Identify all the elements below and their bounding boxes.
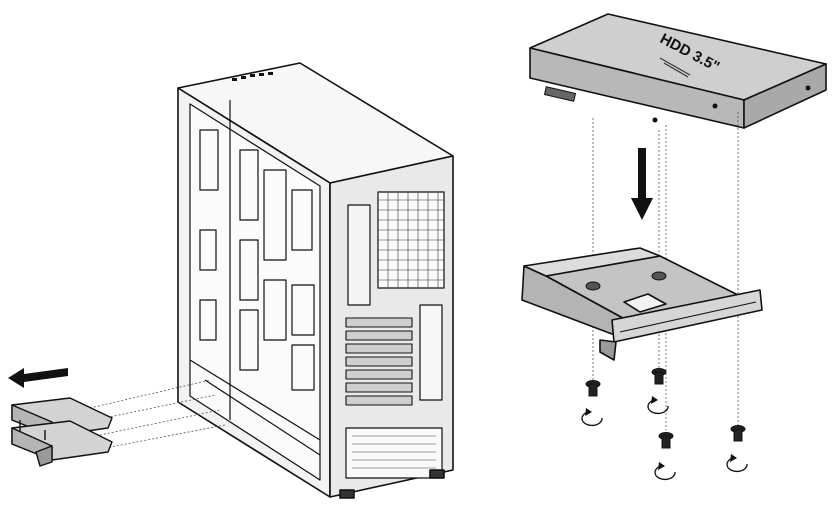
- rotate-clockwise-icon: [647, 396, 669, 415]
- case-interior-brackets: [189, 100, 321, 456]
- screw-icon: [651, 368, 667, 385]
- psu-vent-mesh: [352, 435, 436, 469]
- tray-guide-lines: [89, 379, 226, 449]
- case-foot: [339, 489, 355, 499]
- tray-cutout: [623, 293, 667, 313]
- tray-right-rail: [611, 289, 763, 343]
- case-foot: [429, 469, 445, 479]
- screw-icon: [658, 432, 674, 449]
- io-shield-cutout: [347, 204, 371, 306]
- tray-back-flange: [523, 247, 661, 277]
- tray-front-lip: [599, 339, 617, 361]
- fan-grille-mesh: [378, 192, 444, 288]
- rotate-clockwise-icon: [726, 454, 748, 473]
- hdd-screw-holes: [652, 85, 811, 123]
- slot-bracket: [419, 304, 443, 401]
- arrow-down-icon: [631, 148, 653, 220]
- top-vent-holes: [232, 72, 273, 81]
- rotate-clockwise-icon: [581, 408, 603, 427]
- screw-icon: [730, 425, 746, 442]
- hdd-right-face: [743, 63, 827, 129]
- psu-vent: [345, 427, 443, 479]
- removed-drive-tray: [11, 397, 113, 467]
- expansion-slots: [345, 317, 413, 406]
- rotate-clockwise-icon: [654, 462, 676, 481]
- screw-icon: [585, 380, 601, 397]
- arrow-left-icon: [8, 368, 68, 388]
- pc-case: [177, 62, 454, 499]
- hdd-label-lines: [659, 57, 691, 78]
- hdd-mounting-tray: [521, 247, 763, 361]
- case-inner-frame: [189, 103, 321, 481]
- hdd-35-drive: [529, 13, 827, 129]
- hdd-connector: [543, 86, 577, 102]
- tray-mount-holes: [585, 271, 667, 291]
